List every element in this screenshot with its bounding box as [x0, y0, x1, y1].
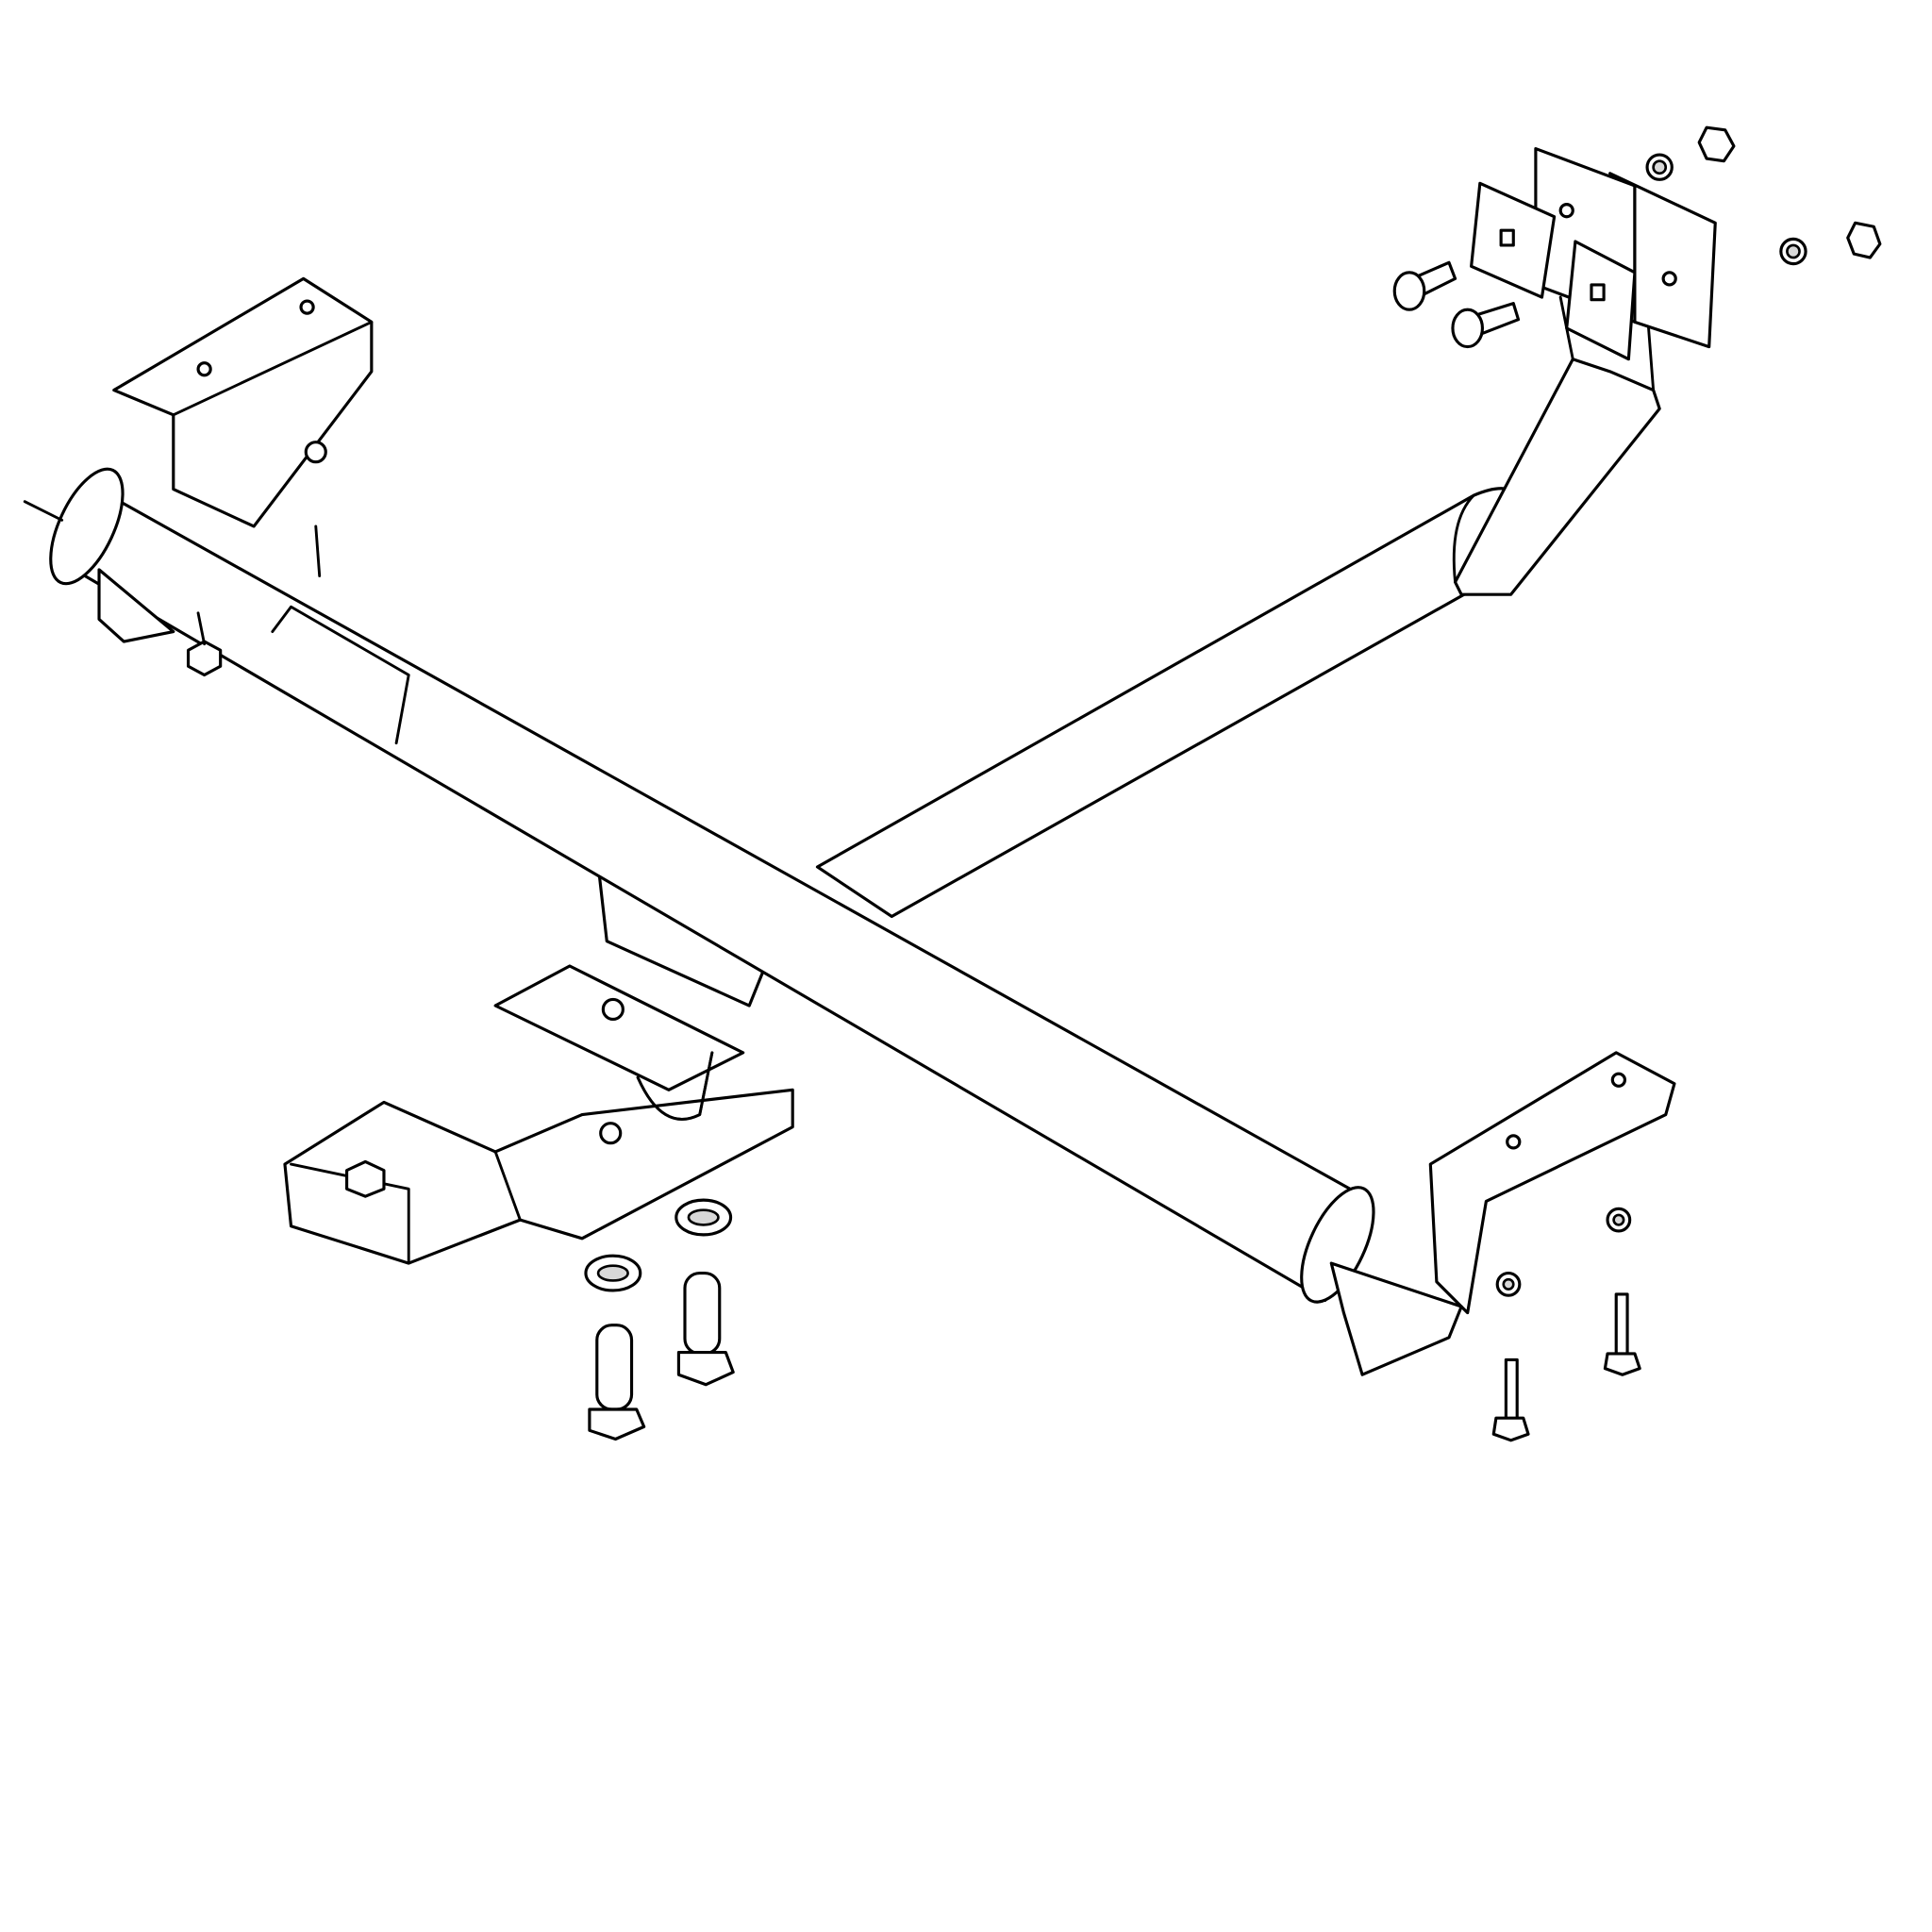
large-bolts-washers: [584, 1198, 735, 1441]
nuts-top-right: [1645, 125, 1882, 266]
main-cross-tube: [23, 467, 1375, 1304]
right-bracket: [1329, 1051, 1676, 1376]
mounting-plates: [1470, 146, 1717, 361]
carriage-bolts: [1392, 260, 1521, 349]
side-arm-tube: [815, 487, 1525, 919]
small-bolts: [186, 441, 1641, 1442]
